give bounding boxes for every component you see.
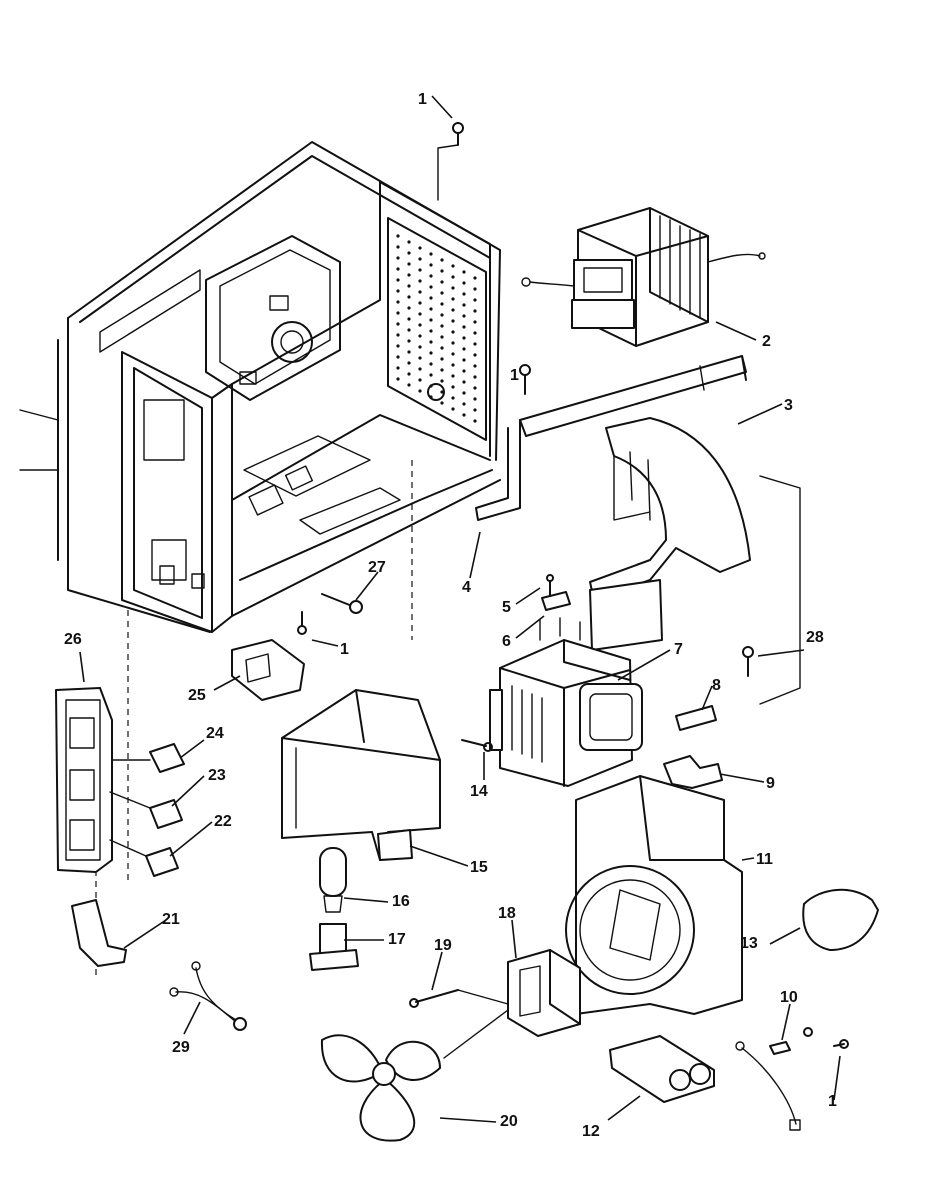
screw-icon (409, 989, 509, 1008)
oven-lamp (319, 847, 347, 913)
callout-28: 28 (806, 629, 824, 646)
callout-1: 1 (340, 641, 349, 658)
callout-5: 5 (502, 599, 511, 616)
callout-29: 29 (172, 1039, 190, 1056)
callout-7: 7 (674, 641, 683, 658)
interlock-switch (111, 743, 185, 773)
callout-8: 8 (712, 677, 721, 694)
perforation-pattern (396, 234, 477, 423)
callout-1: 1 (418, 91, 427, 108)
callout-15: 15 (470, 859, 488, 876)
lamp-wire (169, 961, 247, 1031)
fan-cover (802, 888, 879, 951)
air-duct (589, 417, 751, 651)
callout-14: 14 (470, 783, 488, 800)
thermal-cutout (541, 574, 571, 611)
callout-4: 4 (462, 579, 471, 596)
callout-leaders (79, 95, 841, 1123)
lamp-socket (309, 923, 359, 971)
callout-9: 9 (766, 775, 775, 792)
callout-23: 23 (208, 767, 226, 784)
callout-16: 16 (392, 893, 410, 910)
callout-20: 20 (500, 1113, 518, 1130)
callout-10: 10 (780, 989, 798, 1006)
screw-icon (519, 364, 531, 395)
magnetron (489, 617, 643, 787)
latch-lever (71, 899, 127, 967)
interlock-switch (109, 791, 183, 829)
interlock-switch (109, 839, 179, 877)
callout-1: 1 (510, 367, 519, 384)
callout-24: 24 (206, 725, 224, 742)
callout-11: 11 (756, 851, 773, 868)
fan-motor (507, 949, 581, 1037)
callout-13: 13 (740, 935, 758, 952)
screw-icon (297, 611, 307, 635)
callout-3: 3 (784, 397, 793, 414)
fuse-holder (663, 755, 723, 789)
ground-wire (735, 1027, 813, 1131)
fan-shroud-duct (281, 689, 441, 861)
callout-25: 25 (188, 687, 206, 704)
fan-blade (320, 1009, 509, 1142)
screw-icon (437, 122, 464, 201)
screw-icon (742, 646, 754, 677)
capacitor (609, 1035, 715, 1103)
callout-17: 17 (388, 931, 406, 948)
callout-26: 26 (64, 631, 82, 648)
callout-1: 1 (828, 1093, 837, 1110)
screw-icon (461, 739, 493, 752)
callout-labels: 1 2 1 3 4 5 6 27 1 7 28 26 25 8 24 23 14… (64, 91, 837, 1140)
high-voltage-transformer (521, 207, 766, 347)
screw-icon (321, 593, 363, 614)
callout-21: 21 (162, 911, 180, 928)
callout-19: 19 (434, 937, 452, 954)
latch-assembly (55, 687, 113, 873)
thermal-fuse (675, 705, 717, 731)
callout-12: 12 (582, 1123, 600, 1140)
fan-housing (565, 775, 743, 1015)
callout-27: 27 (368, 559, 386, 576)
cabinet-chassis (19, 141, 501, 980)
latch-bracket (231, 639, 305, 701)
callout-22: 22 (214, 813, 232, 830)
callout-2: 2 (762, 333, 771, 350)
callout-6: 6 (502, 633, 511, 650)
screw-icon (833, 1039, 849, 1049)
callout-18: 18 (498, 905, 516, 922)
mounting-bracket (475, 355, 747, 521)
